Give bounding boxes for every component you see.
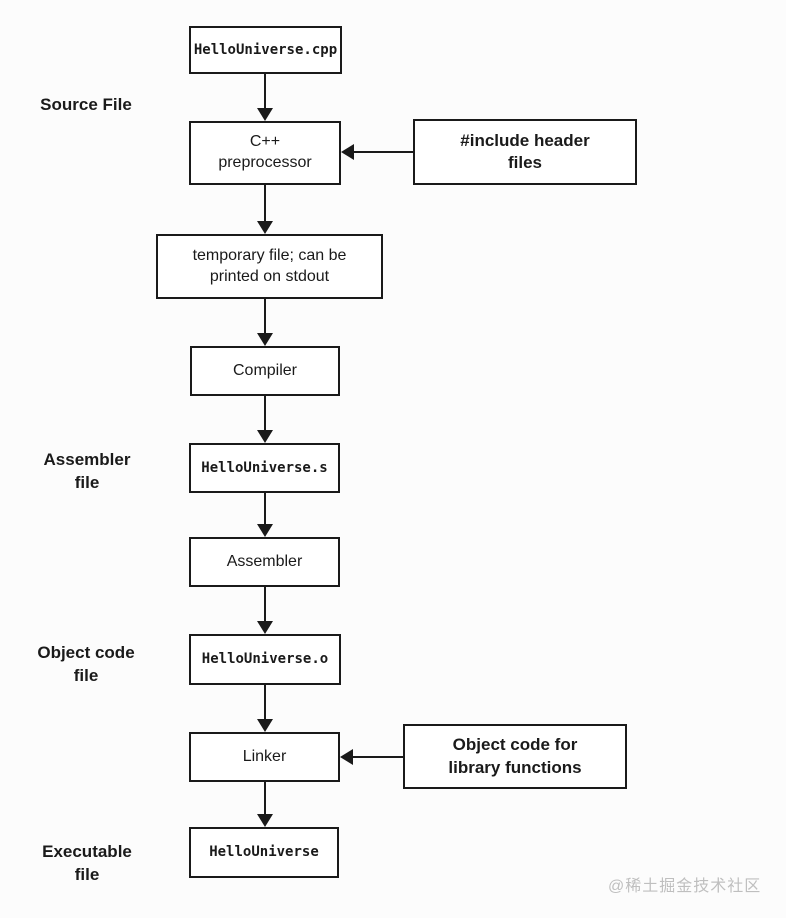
stage-label-object-code-file: Object code file [37, 643, 135, 685]
arrow-library-to-linker [340, 749, 403, 765]
arrow-linker-to-executable [257, 782, 273, 827]
node-executable: HelloUniverse [189, 827, 339, 878]
arrow-objfile-to-linker [257, 685, 273, 732]
arrowhead-left-icon [340, 749, 353, 765]
arrow-line [264, 587, 266, 621]
arrow-line [264, 685, 266, 719]
node-object-file-o: HelloUniverse.o [189, 634, 341, 685]
arrowhead-down-icon [257, 108, 273, 121]
arrow-line [264, 299, 266, 333]
side-box-object-code-library: Object code for library functions [403, 724, 627, 789]
arrow-cpp-to-preprocessor [257, 74, 273, 121]
arrow-compiler-to-asmfile [257, 396, 273, 443]
arrowhead-down-icon [257, 719, 273, 732]
side-box-include-headers: #include header files [413, 119, 637, 185]
stage-label-executable-file: Executable file [42, 842, 132, 884]
arrow-line [264, 74, 266, 108]
arrow-line [264, 493, 266, 524]
stage-label-assembler-file: Assembler file [43, 450, 131, 492]
arrowhead-down-icon [257, 333, 273, 346]
arrow-asmfile-to-assembler [257, 493, 273, 537]
arrowhead-down-icon [257, 621, 273, 634]
arrowhead-left-icon [341, 144, 354, 160]
arrow-headers-to-preprocessor [341, 144, 413, 160]
arrow-line [264, 782, 266, 814]
arrow-line [353, 756, 403, 758]
node-source-file-cpp: HelloUniverse.cpp [189, 26, 342, 74]
arrow-preprocessor-to-tempfile [257, 185, 273, 234]
arrow-tempfile-to-compiler [257, 299, 273, 346]
arrow-line [354, 151, 413, 153]
node-temporary-file: temporary file; can be printed on stdout [156, 234, 383, 299]
arrowhead-down-icon [257, 221, 273, 234]
arrow-line [264, 185, 266, 221]
arrowhead-down-icon [257, 524, 273, 537]
watermark-text: @稀土掘金技术社区 [608, 878, 762, 895]
node-assembler: Assembler [189, 537, 340, 587]
node-linker: Linker [189, 732, 340, 782]
arrowhead-down-icon [257, 814, 273, 827]
node-preprocessor: C++ preprocessor [189, 121, 341, 185]
node-compiler: Compiler [190, 346, 340, 396]
node-assembler-file-s: HelloUniverse.s [189, 443, 340, 493]
arrowhead-down-icon [257, 430, 273, 443]
stage-label-source-file: Source File [40, 95, 132, 114]
arrow-line [264, 396, 266, 430]
arrow-assembler-to-objfile [257, 587, 273, 634]
